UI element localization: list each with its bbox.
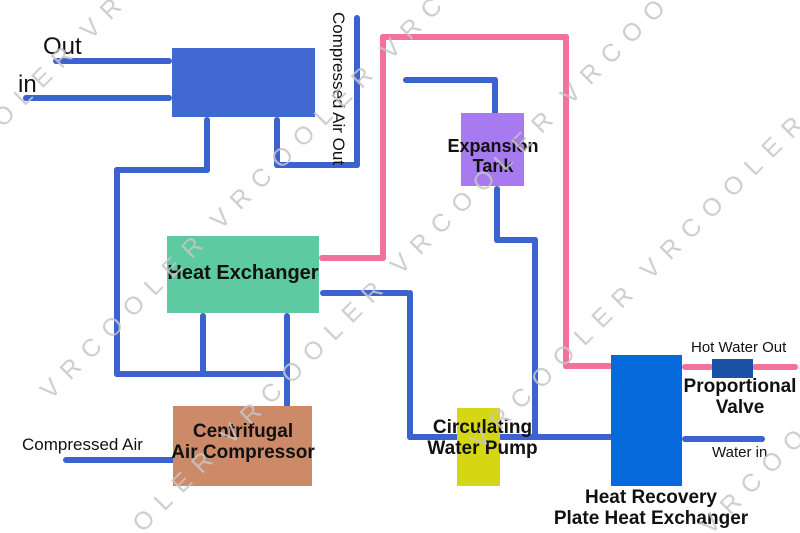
pipe-cooler-out-line (53, 58, 172, 64)
compressor-box (173, 406, 312, 486)
pipe-he-to-compressor (284, 313, 290, 409)
pipe-water-in-line (682, 436, 765, 442)
valve-box (712, 359, 753, 378)
pipe-jog-horizontal (114, 167, 210, 173)
compressor-label-line1: Centrifugal (192, 421, 294, 442)
pipe-hot-water-out-left (682, 364, 713, 370)
pipe-cooler-stub-left (204, 117, 210, 173)
compressed-air-label: Compressed Air (22, 435, 143, 454)
pipe-tank-feed-drop (492, 77, 498, 117)
cooler-box (172, 48, 315, 117)
pipe-tank-bottom-stub (494, 186, 500, 243)
heat-exchanger-label: Heat Exchanger (167, 262, 319, 284)
expansion-tank-box (461, 113, 524, 186)
watermark-text: VRCOOLER (375, 0, 557, 66)
heat-recovery-box (611, 355, 682, 486)
pipe-hot-top-run (380, 34, 569, 40)
pump-label-line2: Water Pump (427, 438, 538, 460)
pipe-hot-water-out-right (752, 364, 798, 370)
pipe-hot-to-heat-recovery (563, 363, 613, 369)
pipe-cooler-in-line (23, 95, 172, 101)
watermark-text: VRCOOLER (635, 103, 800, 285)
watermark-text: VRCOOLER (75, 0, 257, 46)
pipe-cooler-stub-right (274, 117, 280, 168)
pipe-tank-riser-down (532, 237, 538, 440)
expansion-tank-label: Expansion Tank (444, 136, 542, 176)
expansion-tank-label-line1: Expansion (447, 136, 539, 156)
pipe-he-right-drop (407, 290, 413, 440)
pipe-hot-riser-up (380, 34, 386, 261)
pipe-tank-feed-horizontal (403, 77, 498, 83)
compressor-label: Centrifugal Air Compressor (168, 421, 318, 464)
heat-recovery-label-line2: Plate Heat Exchanger (553, 508, 749, 530)
in-label: in (18, 71, 37, 98)
pump-label-line1: Circulating (432, 417, 533, 438)
water-in-label: Water in (712, 444, 768, 461)
expansion-tank-label-line2: Tank (472, 156, 514, 177)
compressor-label-line2: Air Compressor (171, 442, 315, 464)
valve-label-line2: Valve (715, 397, 765, 419)
watermark-text: VRCOOLER (555, 0, 737, 110)
pipe-tank-jog (494, 237, 538, 243)
hot-water-out-label: Hot Water Out (691, 339, 787, 356)
heat-exchanger-box (167, 236, 319, 313)
pipe-hot-he-out (319, 255, 386, 261)
pipe-he-right-out (320, 290, 410, 296)
pipe-air-out-horizontal (274, 162, 360, 168)
pipe-left-riser (114, 167, 120, 377)
pipe-compressed-air-inlet (63, 457, 177, 463)
pump-label: Circulating Water Pump (400, 417, 565, 460)
compressed-air-out-label: Compressed Air Out (329, 12, 348, 166)
valve-label-line1: Proportional (683, 376, 797, 397)
pump-box (457, 408, 500, 486)
heat-recovery-label: Heat Recovery Plate Heat Exchanger (551, 487, 751, 530)
pipe-hot-right-drop (563, 34, 569, 369)
out-label: Out (43, 33, 82, 60)
valve-label: Proportional Valve (675, 376, 800, 419)
heat-recovery-label-line1: Heat Recovery (584, 487, 718, 508)
pipe-pump-suction-line (407, 434, 614, 440)
pipe-he-bottom-left-stub (200, 313, 206, 374)
pipe-compressed-air-out-riser (354, 15, 360, 168)
watermark-text: VRCOOLER (208, 524, 390, 533)
pipe-bottom-header (114, 371, 290, 377)
